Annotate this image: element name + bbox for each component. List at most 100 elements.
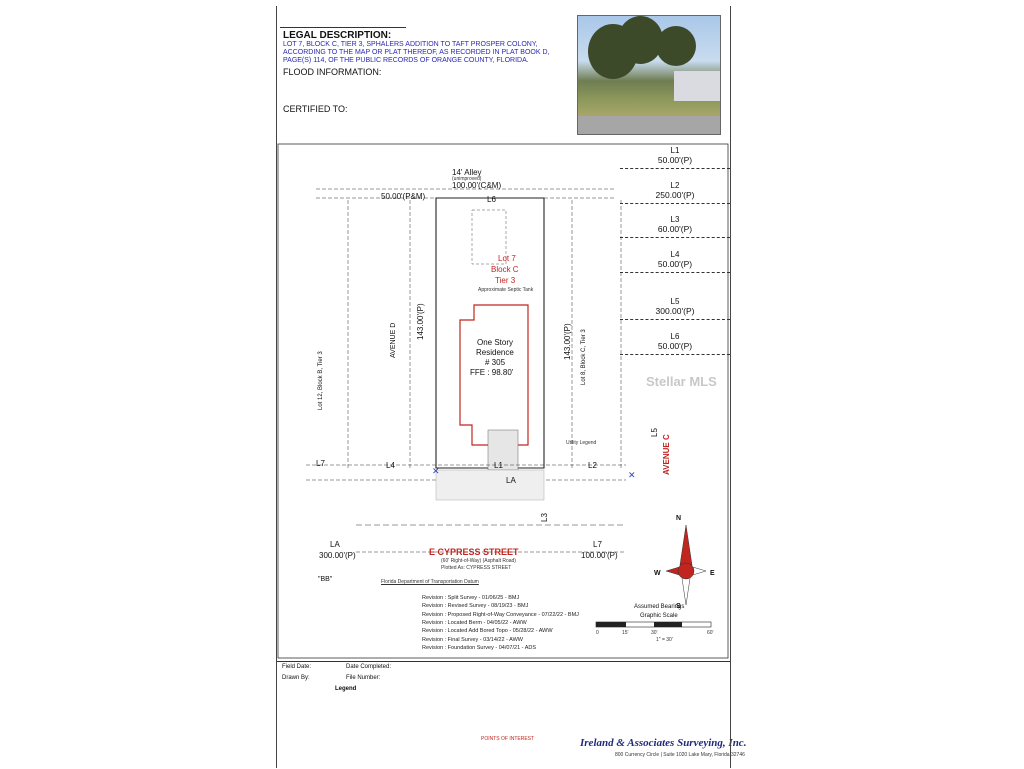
- bottom-l7-label: L7: [593, 540, 602, 549]
- legal-description-text: LOT 7, BLOCK C, TIER 3, SPHALERS ADDITIO…: [283, 41, 550, 64]
- line-table-label: L6: [670, 332, 680, 341]
- alley-width: 100.00'(C&M): [452, 181, 502, 190]
- benchmark-bb: "BB": [318, 576, 333, 583]
- west-dimension: 143.00'(P): [416, 303, 425, 340]
- benchmark-marker-icon: ✕: [432, 467, 440, 477]
- line-table-rule: [620, 203, 730, 204]
- alley-note: (unimproved): [452, 176, 482, 182]
- photo-tree: [618, 16, 663, 64]
- line-table-rule: [620, 168, 730, 169]
- residence-label-3: # 305: [485, 358, 506, 367]
- revision-entry: Revision : Final Survey - 03/14/22 - AWW: [422, 636, 523, 643]
- line-table-value: 50.00'(P): [657, 341, 693, 351]
- bottom-la-value: 300.00'(P): [319, 551, 356, 560]
- photo-house: [674, 71, 720, 101]
- line-table-label: L4: [670, 250, 680, 259]
- revision-entry: Revision : Located Add Bored Topo - 05/2…: [422, 628, 553, 635]
- street-subtitle-2: Plotted As: CYPRESS STREET: [441, 565, 512, 571]
- line-l3-mark: L3: [540, 513, 549, 522]
- fdot-datum: Florida Department of Transportation Dat…: [381, 579, 479, 585]
- legend-heading: Legend: [335, 686, 357, 692]
- residence-label-1: One Story: [477, 338, 514, 347]
- scale-bar-fill: [596, 622, 626, 627]
- scale-note: 1" = 30': [656, 637, 673, 643]
- line-table-label: L5: [670, 297, 680, 306]
- line-table-label: L3: [670, 215, 680, 224]
- utility-legend-label: Utility Legend: [566, 440, 597, 446]
- revision-entry: Revision : Foundation Survey - 04/07/21 …: [422, 644, 537, 651]
- photo-road: [578, 116, 720, 134]
- benchmark-marker-icon: ✕: [628, 471, 636, 481]
- scale-tick-60: 60': [707, 630, 714, 636]
- scale-tick-30: 30': [651, 630, 658, 636]
- line-l4-mark: L4: [386, 461, 395, 470]
- east-lot-label: Lot 8, Block C, Tier 3: [581, 329, 587, 385]
- company-address: 800 Currency Circle | Suite 1020 Lake Ma…: [615, 752, 745, 758]
- line-table-label: L1: [670, 146, 680, 155]
- driveway: [487, 429, 519, 471]
- compass-e-label: E: [710, 570, 715, 577]
- line-l2-mark: L2: [588, 461, 597, 470]
- line-table-value: 50.00'(P): [657, 259, 693, 269]
- alley-name: 14' Alley: [452, 168, 482, 177]
- property-photo: [577, 15, 721, 135]
- line-table-value: 50.00'(P): [657, 155, 693, 165]
- revision-entry: Revision : Revised Survey - 08/19/23 - B…: [422, 603, 529, 610]
- compass-north-arrow: [679, 524, 693, 566]
- bottom-la-label: LA: [330, 540, 340, 549]
- graphic-scale-label: Graphic Scale: [640, 613, 678, 619]
- survey-plan: ✕ ✕: [277, 143, 729, 659]
- flood-information-label: FLOOD INFORMATION:: [283, 67, 382, 77]
- compass-rose: [677, 562, 695, 580]
- lot-boundary: [435, 197, 545, 469]
- residence-label-4: FFE : 98.80': [470, 368, 514, 377]
- line-l6-mark: L6: [487, 195, 496, 204]
- avenue-c-label: AVENUE C: [662, 434, 671, 475]
- assumed-bearings: Assumed Bearings: [634, 604, 685, 610]
- file-number-label: File Number:: [346, 675, 381, 681]
- line-table-rule: [620, 354, 730, 355]
- revision-entry: Revision : Proposed Right-of-Way Conveya…: [422, 611, 579, 618]
- lot-label-2: Block C: [491, 265, 519, 274]
- bottom-l7-value: 100.00'(P): [581, 551, 618, 560]
- residence-label-2: Residence: [476, 348, 514, 357]
- line-l7-mark: L7: [316, 459, 325, 468]
- lot-label-1: Lot 7: [498, 254, 516, 263]
- line-table-rule: [620, 237, 730, 238]
- points-of-interest: POINTS OF INTEREST: [481, 736, 535, 742]
- lot-label-3: Tier 3: [495, 276, 516, 285]
- company-name: Ireland & Associates Surveying, Inc.: [580, 737, 747, 749]
- title-block: [277, 661, 730, 769]
- date-completed-label: Date Completed:: [346, 664, 392, 670]
- line-table-value: 250.00'(P): [655, 190, 695, 200]
- revision-entry: Revision : Split Survey - 01/06/25 - BMJ: [422, 595, 520, 601]
- scale-tick-15: 15': [622, 630, 629, 636]
- residence-outline: [459, 304, 529, 446]
- plan-frame: [277, 143, 729, 659]
- line-la-mark: LA: [506, 476, 516, 485]
- sidewalk: [435, 469, 545, 501]
- approximate-structure: [471, 209, 507, 265]
- field-date-label: Field Date:: [282, 664, 312, 670]
- watermark: Stellar MLS: [646, 374, 717, 389]
- compass-n-label: N: [676, 515, 682, 522]
- photo-tree: [656, 26, 696, 66]
- north-dimension: 50.00'(P&M): [381, 192, 426, 201]
- street-subtitle: (60' Right-of-Way) (Asphalt Road): [441, 558, 516, 564]
- line-table-label: L2: [670, 181, 680, 190]
- legal-description-heading: LEGAL DESCRIPTION:: [283, 30, 392, 41]
- east-dimension: 143.00'(P): [563, 323, 572, 360]
- line-table-rule: [620, 319, 730, 320]
- line-l1-mark: L1: [494, 461, 503, 470]
- compass-s-label: S: [676, 603, 681, 610]
- title-rule: [280, 27, 406, 28]
- line-l5-mark: L5: [650, 428, 659, 437]
- west-lot-label: Lot 12, Block B, Tier 3: [318, 351, 324, 410]
- drawn-by-label: Drawn By:: [282, 675, 310, 681]
